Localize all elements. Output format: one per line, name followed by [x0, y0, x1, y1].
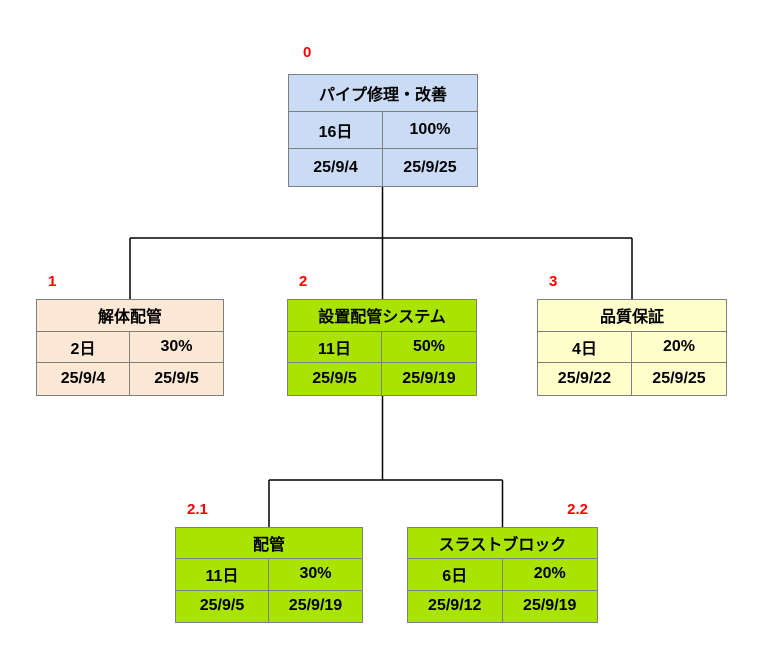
node-1-end-date: 25/9/5 [154, 370, 199, 388]
wbs-node-2-1: 2.1 配管 11日 30% 25/9/5 25/9/19 [175, 501, 363, 623]
node-1-duration: 2日 [37, 331, 130, 364]
wbs-node-2: 2 設置配管システム 11日 50% 25/9/5 25/9/19 [287, 273, 477, 396]
node-2-2-task-box[interactable]: スラストブロック 6日 20% 25/9/12 25/9/19 [407, 527, 598, 623]
node-0-id-label: 0 [303, 44, 312, 61]
wbs-node-3: 3 品質保証 4日 20% 25/9/22 25/9/25 [537, 273, 727, 396]
node-3-percent: 20% [632, 332, 726, 364]
node-0-task-box[interactable]: パイプ修理・改善 16日 100% 25/9/4 25/9/25 [288, 74, 478, 187]
node-3-title: 品質保証 [538, 300, 726, 332]
node-2-task-box[interactable]: 設置配管システム 11日 50% 25/9/5 25/9/19 [287, 299, 477, 396]
wbs-node-2-2: 2.2 スラストブロック 6日 20% 25/9/12 25/9/19 [407, 501, 598, 623]
node-2-id-label: 2 [299, 273, 308, 290]
node-0-duration: 16日 [289, 112, 383, 149]
node-2-end-date: 25/9/19 [402, 370, 456, 388]
node-2-2-start-date: 25/9/12 [408, 590, 503, 622]
node-2-title: 設置配管システム [288, 300, 476, 332]
wbs-node-0: 0 パイプ修理・改善 16日 100% 25/9/4 25/9/25 [288, 44, 478, 187]
node-0-percent: 100% [383, 112, 477, 149]
node-2-start-date: 25/9/5 [288, 363, 382, 395]
node-2-2-duration: 6日 [408, 559, 503, 591]
node-3-id-label: 3 [549, 273, 558, 290]
node-3-start-date: 25/9/22 [538, 363, 632, 395]
node-2-1-title: 配管 [176, 528, 362, 560]
node-1-title: 解体配管 [37, 300, 223, 332]
node-2-2-id-label: 2.2 [567, 501, 588, 518]
node-3-task-box[interactable]: 品質保証 4日 20% 25/9/22 25/9/25 [537, 299, 727, 396]
node-2-1-duration: 11日 [176, 559, 269, 591]
wbs-node-1: 1 解体配管 2日 30% 25/9/4 25/9/5 [36, 273, 224, 396]
node-2-1-end-date: 25/9/19 [288, 597, 343, 615]
node-2-duration: 11日 [288, 331, 382, 364]
node-2-percent: 50% [382, 332, 476, 364]
node-1-start-date: 25/9/4 [37, 363, 130, 395]
node-1-task-box[interactable]: 解体配管 2日 30% 25/9/4 25/9/5 [36, 299, 224, 396]
node-0-title: パイプ修理・改善 [289, 75, 477, 112]
node-3-end-date: 25/9/25 [652, 370, 706, 388]
node-2-2-percent: 20% [502, 559, 597, 591]
node-2-1-id-label: 2.1 [187, 501, 208, 518]
node-0-start-date: 25/9/4 [289, 149, 383, 186]
node-2-1-task-box[interactable]: 配管 11日 30% 25/9/5 25/9/19 [175, 527, 363, 623]
node-2-2-title: スラストブロック [408, 528, 597, 560]
node-1-percent: 30% [130, 332, 223, 364]
node-2-1-percent: 30% [269, 559, 362, 591]
node-0-end-date: 25/9/25 [403, 158, 457, 176]
node-3-duration: 4日 [538, 331, 632, 364]
node-1-id-label: 1 [48, 273, 57, 290]
node-2-1-start-date: 25/9/5 [176, 590, 269, 622]
node-2-2-end-date: 25/9/19 [523, 597, 577, 615]
